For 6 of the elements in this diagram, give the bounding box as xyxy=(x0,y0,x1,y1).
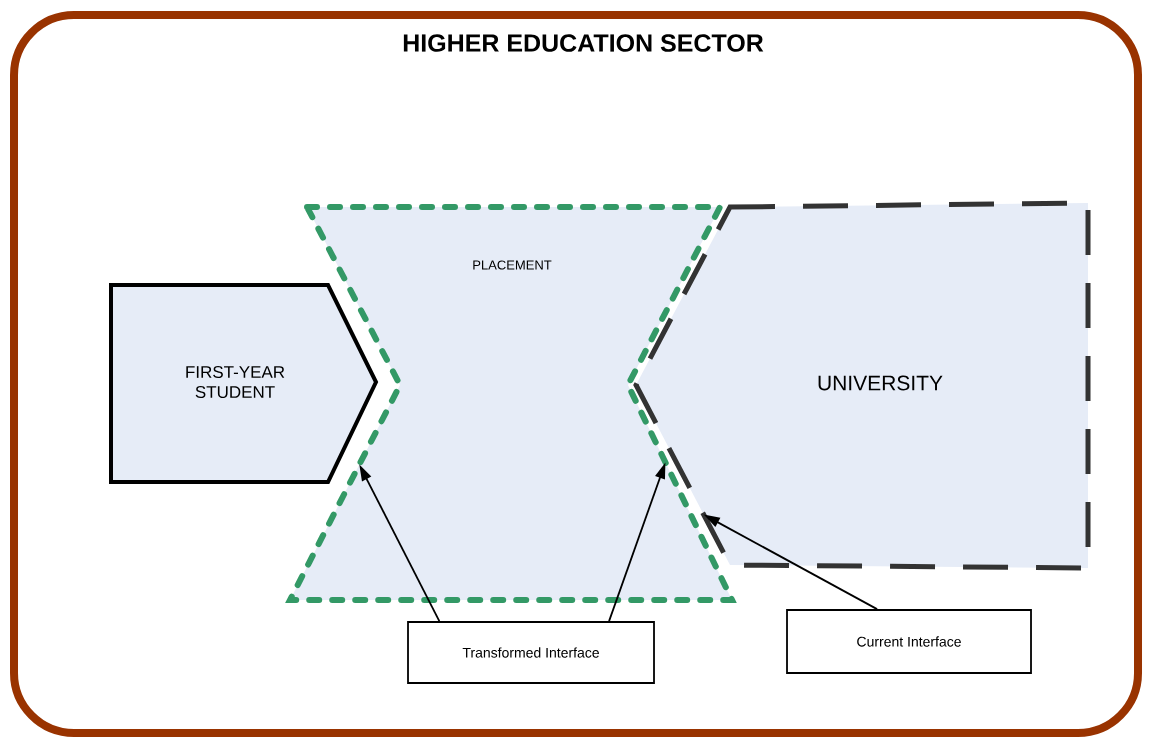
callout-box: Current Interface xyxy=(786,609,1032,674)
leader-arrow xyxy=(608,462,666,622)
leader-arrow xyxy=(703,514,878,610)
leader-arrow xyxy=(359,464,441,622)
node-label: UNIVERSITY xyxy=(818,375,943,391)
callout-box: Transformed Interface xyxy=(407,621,655,684)
